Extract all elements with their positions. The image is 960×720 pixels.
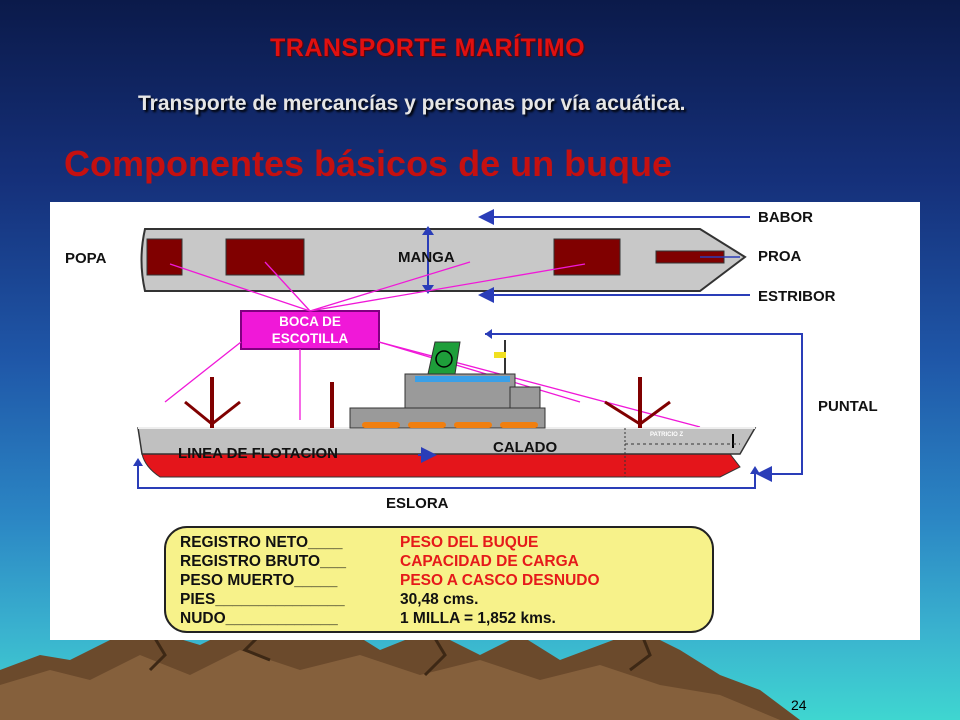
eslora-label: ESLORA [386,495,449,512]
slide-title: TRANSPORTE MARÍTIMO [270,34,586,62]
popa-label: POPA [65,250,107,267]
ship-side-view: PATRICIO Z [137,340,757,478]
mountain-landscape [0,619,800,720]
definition-meaning: PESO A CASCO DESNUDO [400,572,600,589]
definition-meaning: CAPACIDAD DE CARGA [400,553,579,570]
proa-label: PROA [758,248,802,265]
boca-escotilla-box: BOCA DE ESCOTILLA [240,310,380,350]
hull-top-view [140,226,747,294]
ship-diagram: POPA MANGA PROA BABOR ESTRIBOR BOCA DE E… [65,209,878,633]
definition-term: PESO MUERTO_____ [180,572,338,589]
definition-row-3: PIES_______________ 30,48 cms. [180,591,478,608]
definition-row-1: REGISTRO BRUTO___ CAPACIDAD DE CARGA [180,553,579,570]
definition-term: NUDO_____________ [180,610,338,627]
ship-diagram-panel: POPA MANGA PROA BABOR ESTRIBOR BOCA DE E… [50,202,920,640]
definition-meaning: 30,48 cms. [400,591,478,608]
definition-row-4: NUDO_____________ 1 MILLA = 1,852 kms. [180,610,556,627]
definitions-box: REGISTRO NETO____ PESO DEL BUQUE REGISTR… [164,526,714,633]
manga-label: MANGA [398,249,455,266]
ship-name-label: PATRICIO Z [650,432,683,438]
boca-label-line2: ESCOTILLA [272,331,349,346]
babor-label: BABOR [758,209,813,226]
eslora-bracket [137,460,756,489]
definition-row-2: PESO MUERTO_____ PESO A CASCO DESNUDO [180,572,600,589]
linea-flotacion-label: LINEA DE FLOTACION [178,445,338,462]
definition-meaning: PESO DEL BUQUE [400,534,538,551]
slide-subtitle: Transporte de mercancías y personas por … [138,92,686,115]
estribor-label: ESTRIBOR [758,288,836,305]
definition-term: REGISTRO NETO____ [180,534,343,551]
calado-label: CALADO [493,439,557,456]
definition-term: REGISTRO BRUTO___ [180,553,346,570]
definition-row-0: REGISTRO NETO____ PESO DEL BUQUE [180,534,538,551]
page-number: 24 [791,697,807,713]
definition-term: PIES_______________ [180,591,345,608]
puntal-bracket [485,333,803,482]
definition-meaning: 1 MILLA = 1,852 kms. [400,610,556,627]
puntal-label: PUNTAL [818,398,878,415]
slide-heading: Componentes básicos de un buque [64,143,673,184]
boca-label-line1: BOCA DE [279,314,341,329]
